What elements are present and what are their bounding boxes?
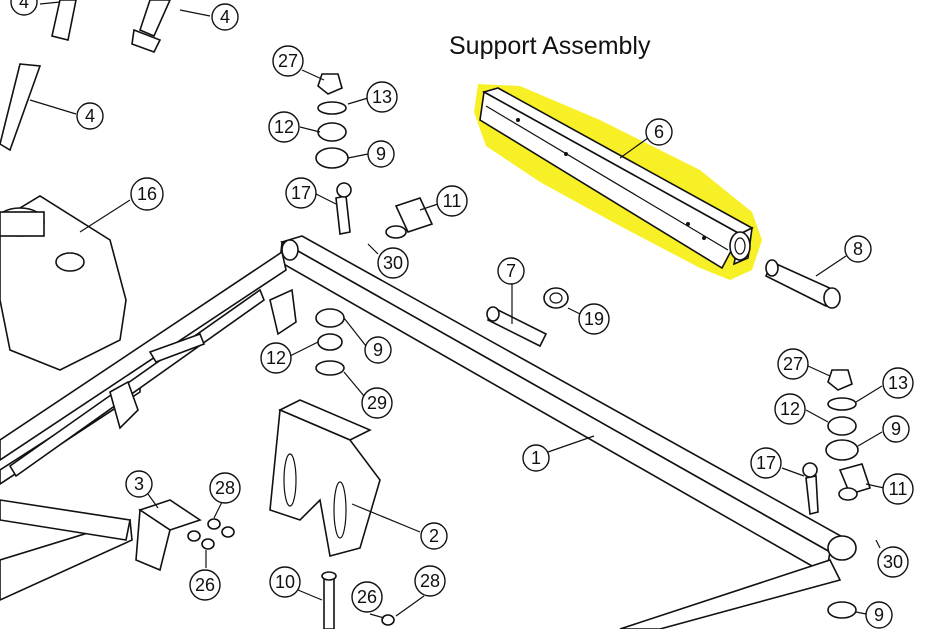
- callout-12b-label: 12: [266, 348, 286, 368]
- part-11-clips[interactable]: [385, 197, 872, 501]
- callout-17a: 17: [285, 177, 317, 209]
- callout-3-label: 3: [134, 474, 144, 494]
- callout-1: 1: [522, 444, 550, 472]
- callout-13b: 13: [882, 367, 914, 399]
- part-2-bracket[interactable]: [269, 399, 381, 557]
- callout-8-label: 8: [853, 239, 863, 259]
- callout-9d-label: 9: [874, 605, 884, 625]
- callout-8: 8: [844, 235, 872, 263]
- callout-13a: 13: [366, 81, 398, 113]
- part-17-pins[interactable]: [335, 182, 819, 515]
- hardware-stack-right[interactable]: [825, 369, 859, 619]
- part-16-tank[interactable]: [0, 195, 127, 371]
- callout-9d: 9: [865, 601, 893, 629]
- diagram-title: Support Assembly: [449, 32, 651, 60]
- callout-12c: 12: [774, 393, 806, 425]
- callout-16: 16: [130, 177, 164, 211]
- part-7-pin[interactable]: [486, 306, 548, 348]
- callout-17a-label: 17: [291, 183, 311, 203]
- callout-9b-label: 9: [373, 340, 383, 360]
- callout-12a: 12: [268, 111, 300, 143]
- part-8-pin[interactable]: [764, 259, 841, 309]
- callout-17b: 17: [750, 447, 782, 479]
- callout-12b: 12: [260, 342, 292, 374]
- callout-4a-label: 4: [19, 0, 29, 12]
- callout-6: 6: [645, 118, 673, 146]
- leader-lines: [29, 1, 885, 619]
- callout-9c-label: 9: [891, 419, 901, 439]
- callout-1-label: 1: [531, 448, 541, 468]
- callout-10-label: 10: [275, 572, 295, 592]
- callout-4a: 4: [10, 0, 38, 16]
- part-3-small-bracket[interactable]: [135, 499, 202, 572]
- callout-4c: 4: [76, 102, 104, 130]
- callout-26a-label: 26: [195, 575, 215, 595]
- callout-3: 3: [125, 470, 153, 498]
- callout-28a: 28: [209, 472, 241, 504]
- callout-27a-label: 27: [278, 51, 298, 71]
- callout-26b: 26: [351, 581, 383, 613]
- callout-9c: 9: [882, 415, 910, 443]
- callout-4b: 4: [211, 3, 239, 31]
- callout-27b: 27: [777, 348, 809, 380]
- callout-30b: 30: [877, 546, 909, 578]
- callout-19: 19: [578, 303, 610, 335]
- callout-11a-label: 11: [443, 191, 462, 211]
- part-10-bolt[interactable]: [321, 571, 337, 630]
- part-4-rods[interactable]: [0, 0, 171, 152]
- part-1-main-frame[interactable]: [0, 235, 857, 630]
- callout-29: 29: [361, 387, 393, 419]
- callout-4b-label: 4: [220, 7, 230, 27]
- callout-6-label: 6: [654, 122, 664, 142]
- callout-16-label: 16: [137, 184, 157, 204]
- callout-9b: 9: [364, 336, 392, 364]
- part-19-clip[interactable]: [543, 287, 569, 309]
- callout-17b-label: 17: [756, 453, 776, 473]
- callout-28a-label: 28: [215, 478, 235, 498]
- callout-7: 7: [497, 257, 525, 285]
- callout-10: 10: [269, 566, 301, 598]
- callout-7-label: 7: [506, 261, 516, 281]
- callout-30a: 30: [377, 247, 409, 279]
- callout-30a-label: 30: [383, 253, 403, 273]
- hardware-26-28[interactable]: [187, 518, 395, 626]
- callout-9a-label: 9: [376, 144, 386, 164]
- callout-11a: 11: [436, 185, 468, 217]
- callout-27a: 27: [272, 45, 304, 77]
- callout-28b-label: 28: [420, 571, 440, 591]
- callout-29-label: 29: [367, 393, 387, 413]
- callout-28b: 28: [414, 565, 446, 597]
- callout-4c-label: 4: [85, 106, 95, 126]
- hardware-stack-mid[interactable]: [315, 308, 345, 376]
- callout-11b-label: 11: [889, 479, 908, 499]
- callout-13b-label: 13: [888, 373, 908, 393]
- callout-2: 2: [420, 522, 448, 550]
- callout-26b-label: 26: [357, 587, 377, 607]
- callout-2-label: 2: [429, 526, 439, 546]
- callout-30b-label: 30: [883, 552, 903, 572]
- callout-26a: 26: [189, 569, 221, 601]
- hardware-stack-top[interactable]: [315, 73, 349, 169]
- callout-13a-label: 13: [372, 87, 392, 107]
- callout-11b: 11: [882, 473, 914, 505]
- callout-27b-label: 27: [783, 354, 803, 374]
- callout-19-label: 19: [584, 309, 604, 329]
- callout-12a-label: 12: [274, 117, 294, 137]
- callout-12c-label: 12: [780, 399, 800, 419]
- callout-9a: 9: [367, 140, 395, 168]
- part-6-support-tube[interactable]: [479, 87, 754, 270]
